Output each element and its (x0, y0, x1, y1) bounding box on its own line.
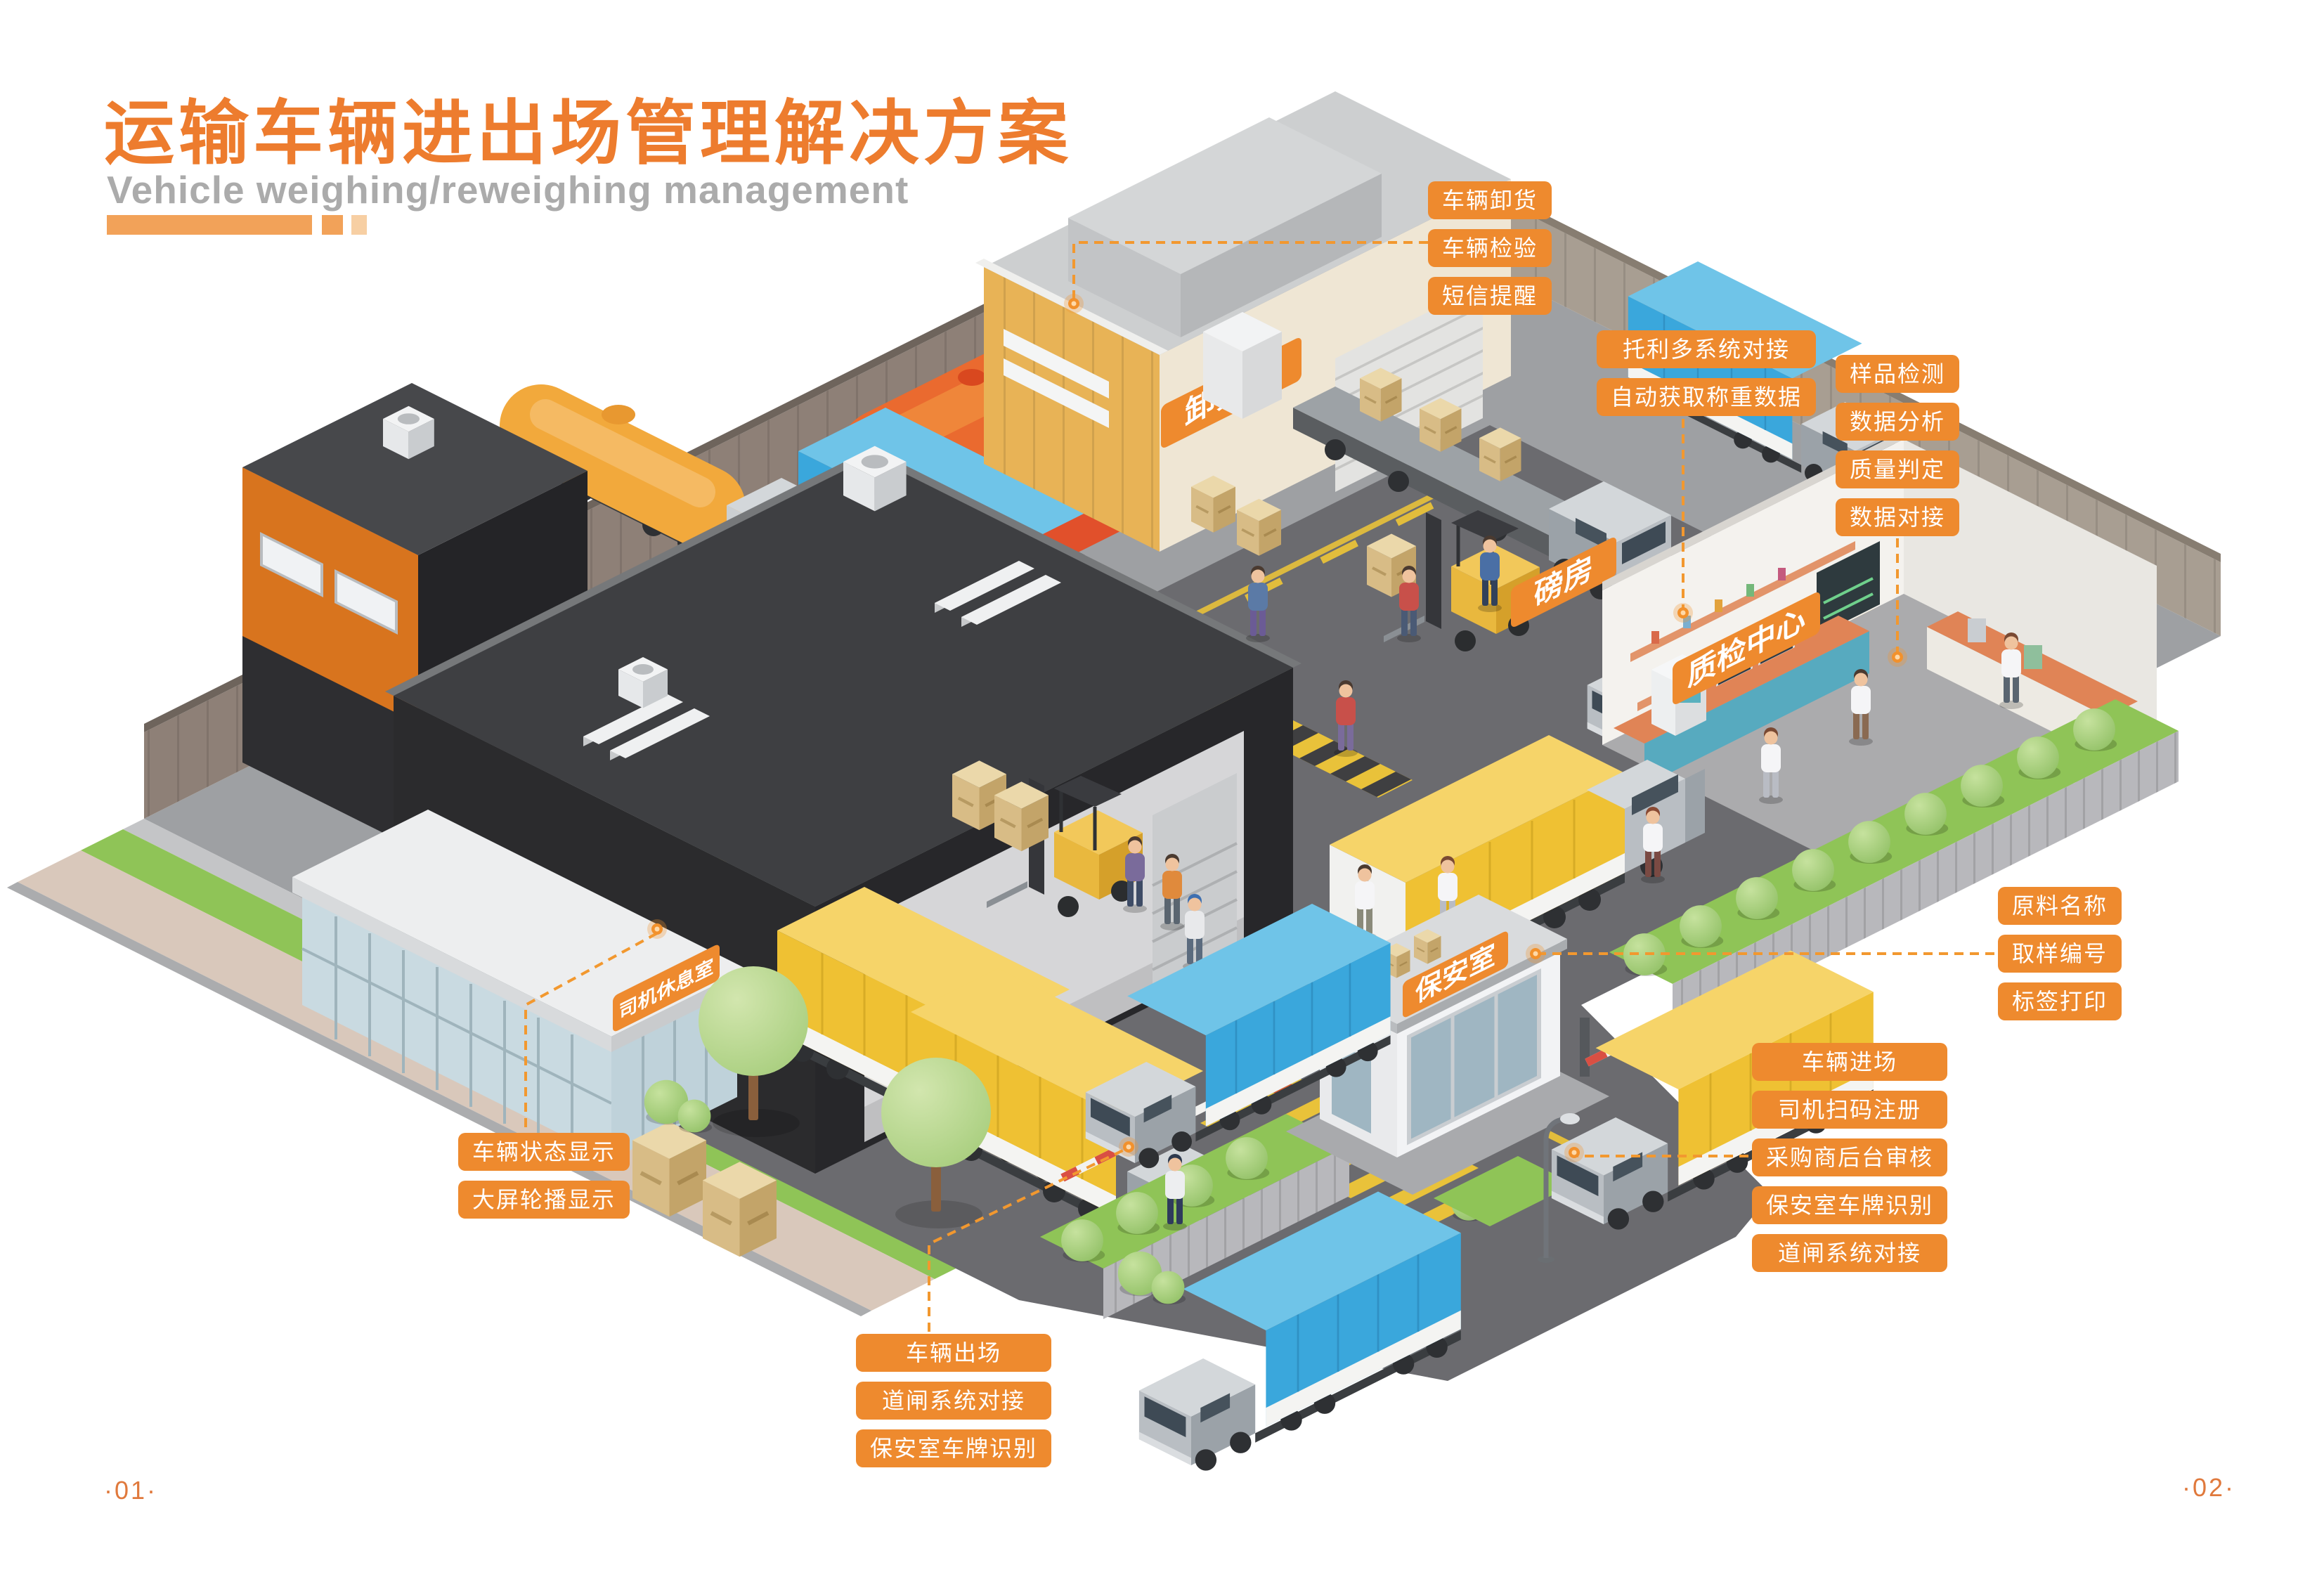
page-number-left: ·01· (104, 1476, 158, 1505)
callout: 车辆进场 (1752, 1043, 1948, 1081)
callout-group-sampling: 原料名称 取样编号 标签打印 (1998, 887, 2122, 1020)
callout-group-unloading: 车辆卸货 车辆检验 短信提醒 (1428, 181, 1552, 315)
callout: 质量判定 (1836, 450, 1960, 488)
callout-group-lab: 样品检测 数据分析 质量判定 数据对接 (1836, 355, 1960, 536)
callout: 道闸系统对接 (1752, 1234, 1948, 1272)
callout-group-display: 车辆状态显示 大屏轮播显示 (458, 1133, 630, 1219)
callout: 样品检测 (1836, 355, 1960, 393)
callout: 车辆状态显示 (458, 1133, 630, 1171)
title-underline-square (322, 215, 343, 235)
deco-shape (1361, 772, 1411, 797)
callout-group-weighing: 托利多系统对接 自动获取称重数据 (1597, 330, 1817, 416)
callout: 取样编号 (1998, 935, 2122, 973)
callout: 道闸系统对接 (856, 1382, 1052, 1420)
callout: 车辆检验 (1428, 229, 1552, 267)
title-underline (107, 215, 312, 235)
callout: 大屏轮播显示 (458, 1181, 630, 1219)
callout: 短信提醒 (1428, 277, 1552, 315)
callout: 原料名称 (1998, 887, 2122, 925)
deco-shape (1299, 741, 1349, 766)
title-underline-square (351, 215, 367, 235)
callout-group-entry: 车辆进场 司机扫码注册 采购商后台审核 保安室车牌识别 道闸系统对接 (1752, 1043, 1948, 1272)
callout: 车辆出场 (856, 1334, 1052, 1372)
callout: 保安室车牌识别 (856, 1429, 1052, 1467)
deco-shape (1330, 756, 1380, 781)
callout: 托利多系统对接 (1597, 330, 1817, 368)
callout: 车辆卸货 (1428, 181, 1552, 219)
callout-connectors (524, 241, 1994, 1332)
page-subtitle: Vehicle weighing/reweighing management (107, 168, 909, 212)
page-number-right: ·02· (2182, 1473, 2236, 1502)
callout: 保安室车牌识别 (1752, 1186, 1948, 1224)
gatehouse-window (1407, 968, 1541, 1146)
callout-group-exit: 车辆出场 道闸系统对接 保安室车牌识别 (856, 1334, 1052, 1467)
callout: 数据对接 (1836, 498, 1960, 536)
callout: 数据分析 (1836, 403, 1960, 441)
page-title: 运输车辆进出场管理解决方案 (104, 94, 1072, 173)
callout: 标签打印 (1998, 982, 2122, 1020)
callout: 司机扫码注册 (1752, 1091, 1948, 1129)
callout: 自动获取称重数据 (1597, 378, 1817, 416)
callout: 采购商后台审核 (1752, 1138, 1948, 1176)
